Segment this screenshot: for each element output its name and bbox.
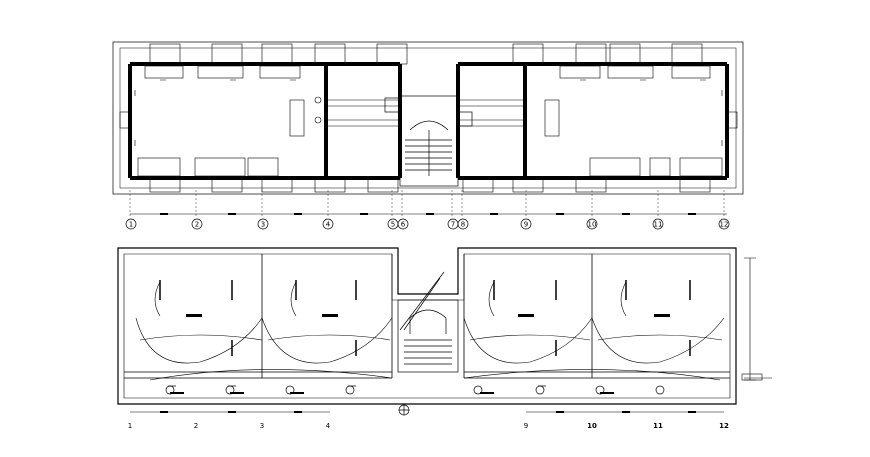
upper-grid-label: 12 [720,221,729,229]
upper-grid-label: 4 [326,221,331,229]
upper-grid-bubble: 2 [191,218,203,230]
entry-symbol [398,404,410,416]
upper-plan-inner-frame [119,47,737,189]
upper-grid-lines [129,190,725,218]
upper-grid-label: 7 [451,221,455,229]
lower-inner-outline [123,253,731,399]
upper-grid-label: 1 [129,221,133,229]
lower-wall-fittings [159,280,691,356]
lower-left-wing-outline [117,247,737,405]
upper-grid-bubble: 6 [397,218,409,230]
upper-floor-plan [112,41,744,218]
lower-grid-label: 3 [260,422,264,430]
upper-grid-label: 9 [524,221,528,229]
lower-right-dimension [741,257,772,381]
lower-grid-label: 11 [653,422,663,430]
upper-grid-axis: 1 2 3 4 5 6 7 8 [125,218,730,230]
upper-plan-outer-frame [112,41,744,195]
upper-fixtures-top [144,65,711,79]
upper-grid-bubble: 10 [586,218,598,230]
upper-grid-label: 6 [401,221,406,229]
upper-grid-bubble: 5 [387,218,399,230]
lower-wiring-arcs [135,281,725,381]
lower-grid-label: 9 [524,422,528,430]
upper-stair-core [384,95,473,187]
upper-fixtures-bottom [137,157,723,177]
lower-grid-label: 1 [128,422,132,430]
upper-grid-bubble: 3 [257,218,269,230]
upper-grid-label: 3 [261,221,265,229]
upper-window-bays-top [149,43,703,65]
lower-grid-label: 10 [587,422,597,430]
upper-wall-markings [134,79,723,146]
upper-corridor-lines [326,99,525,127]
lower-grid-axis: 1 2 3 4 9 10 11 12 [128,422,729,430]
upper-grid-bubble: 4 [322,218,334,230]
upper-grid-bubble: 12 [718,218,730,230]
upper-grid-label: 11 [654,221,663,229]
upper-right-block-walls [456,62,729,180]
lower-floor-plan [117,247,772,416]
lower-light-fixtures [170,314,670,394]
upper-grid-bubble: 9 [520,218,532,230]
upper-grid-bubble: 11 [652,218,664,230]
lower-grid-label: 2 [194,422,198,430]
upper-window-bays-bottom [149,177,711,193]
upper-grid-label: 2 [195,221,199,229]
upper-grid-bubble: 8 [457,218,469,230]
upper-grid-label: 8 [461,221,465,229]
lower-grid-label: 12 [719,422,729,430]
upper-side-fixtures [119,96,738,137]
upper-grid-label: 5 [391,221,395,229]
upper-left-block-walls [128,62,402,180]
lower-room-partitions [124,254,730,379]
upper-grid-bubble: 7 [447,218,459,230]
upper-grid-bubble: 1 [125,218,137,230]
lower-stair-core [397,271,459,373]
lower-grid-label: 4 [326,422,331,430]
upper-grid-label: 10 [588,221,597,229]
